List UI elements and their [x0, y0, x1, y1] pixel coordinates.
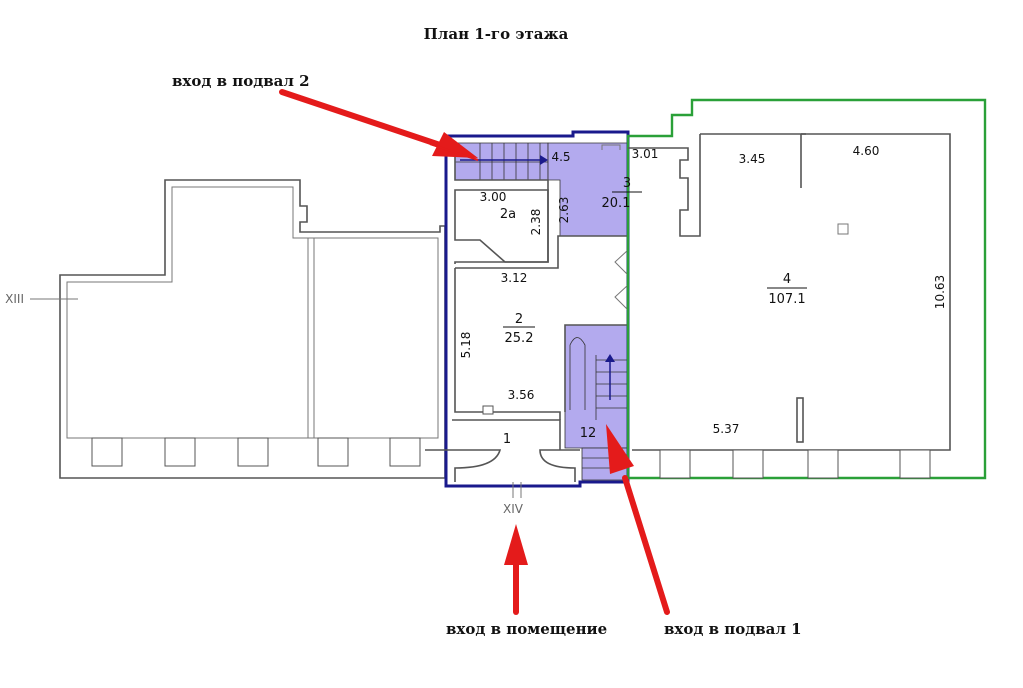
dim-2-38: 2.38 — [529, 209, 543, 236]
room-3-area: 20.1 — [602, 196, 631, 211]
room-4-number: 4 — [783, 272, 791, 287]
dim-4-5: 4.5 — [551, 150, 570, 164]
plan-title: План 1-го этажа — [424, 25, 569, 43]
room-12-number: 12 — [580, 426, 597, 441]
dim-3-56: 3.56 — [508, 388, 535, 402]
room-2-area: 25.2 — [505, 331, 534, 346]
blue-outline-block: XIV — [425, 130, 630, 516]
dimension-labels: 4.5 3.00 2.38 2.63 3.12 5.18 3.56 3.01 3… — [459, 144, 947, 436]
dim-5-37: 5.37 — [713, 422, 740, 436]
dim-3-00: 3.00 — [480, 190, 507, 204]
dim-5-18: 5.18 — [459, 332, 473, 359]
arrow-basement-1 — [606, 424, 670, 615]
dim-3-01: 3.01 — [632, 147, 659, 161]
stair-arrows — [460, 155, 615, 400]
room-2-number: 2 — [515, 312, 523, 327]
caption-basement-2: вход в подвал 2 — [172, 72, 310, 90]
arrow-main-entrance — [504, 524, 528, 615]
dim-3-45: 3.45 — [739, 152, 766, 166]
caption-basement-1: вход в подвал 1 — [664, 620, 802, 638]
room-4-area: 107.1 — [768, 292, 805, 307]
dim-3-12: 3.12 — [501, 271, 528, 285]
room-labels: 3 20.1 2а 2 25.2 1 12 4 107.1 — [500, 176, 807, 447]
room-2a-number: 2а — [500, 207, 516, 222]
room-1-number: 1 — [503, 432, 511, 447]
stair-treads — [455, 143, 628, 469]
caption-main-entrance: вход в помещение — [446, 620, 607, 638]
arrow-basement-2 — [279, 89, 479, 161]
dim-4-60: 4.60 — [853, 144, 880, 158]
room-3-number: 3 — [623, 176, 631, 191]
axis-label-xiii: XIII — [5, 292, 24, 306]
dim-10-63: 10.63 — [933, 275, 947, 309]
dim-2-63: 2.63 — [557, 197, 571, 224]
axis-label-xiv: XIV — [503, 502, 524, 516]
neighbor-building: XIII — [5, 179, 446, 479]
green-outline-block — [626, 98, 987, 480]
